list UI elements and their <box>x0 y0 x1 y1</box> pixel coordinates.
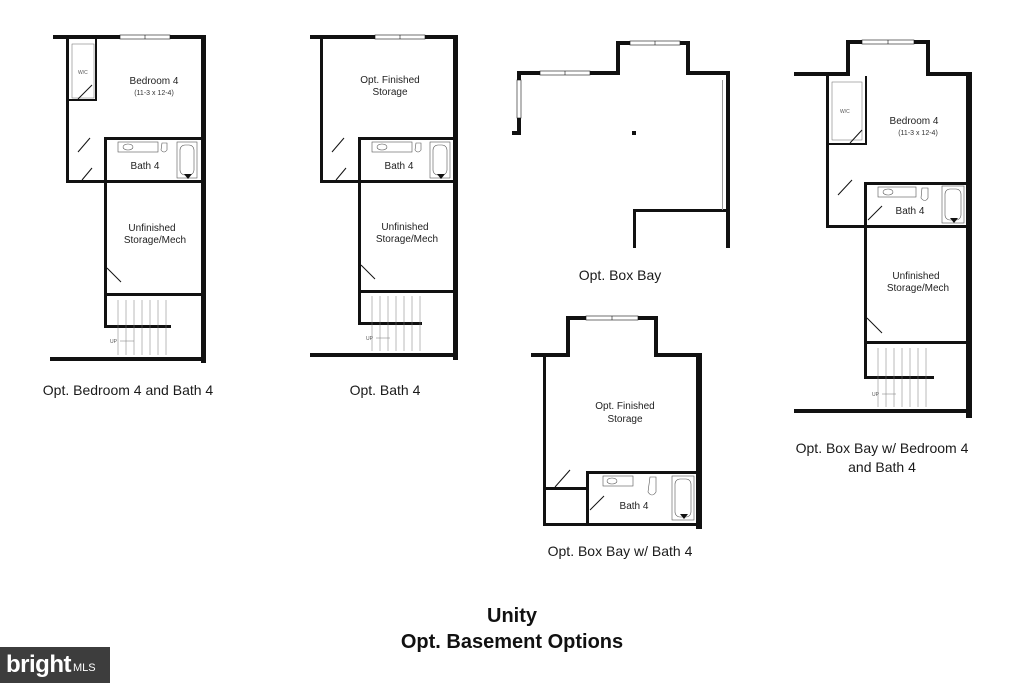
bath-label: Bath 4 <box>896 206 925 217</box>
bright-mls-logo: bright MLS <box>0 647 110 683</box>
page-subtitle: Opt. Basement Options <box>400 631 624 653</box>
stair-label: UP <box>366 336 374 342</box>
storage-label-1: Unfinished <box>128 223 175 234</box>
caption-bath4: Opt. Bath 4 <box>349 382 421 398</box>
wic-label: W/C <box>78 70 88 76</box>
plan-bath4: UP Opt. Finished Storage Bath 4 Unfinish… <box>310 34 458 360</box>
plan-bedroom4-bath4: W/C UP Bedroom 4 (11-3 x 12-4) <box>50 34 206 363</box>
storage-label-1: Unfinished <box>381 222 428 233</box>
wic-label: W/C <box>840 109 850 115</box>
bedroom-dim: (11-3 x 12-4) <box>134 90 174 97</box>
storage-label-2: Storage/Mech <box>376 234 438 245</box>
storage-label-2: Storage/Mech <box>124 235 186 246</box>
caption-bedroom4-bath4: Opt. Bedroom 4 and Bath 4 <box>42 382 214 398</box>
storage-label-2: Storage/Mech <box>887 283 949 294</box>
caption-box-bay-bath4: Opt. Box Bay w/ Bath 4 <box>547 543 693 559</box>
stair-label: UP <box>872 392 880 398</box>
stair-label: UP <box>110 339 118 345</box>
finished-label-1: Opt. Finished <box>595 401 654 412</box>
bath-label: Bath 4 <box>620 501 649 512</box>
page-title: Unity <box>487 605 537 627</box>
plan-box-bay-bedroom4-bath4: W/C UP Bedroom 4 (11-3 x 12-4) Bath 4 Un… <box>794 39 972 418</box>
plan-box-bay-bath4: Opt. Finished Storage Bath 4 <box>531 315 702 529</box>
caption-box-bay-bedroom4-line2: and Bath 4 <box>848 459 916 475</box>
bedroom-label: Bedroom 4 <box>130 76 179 87</box>
bedroom-dim: (11-3 x 12-4) <box>898 130 938 137</box>
finished-label-2: Storage <box>607 414 642 425</box>
plan-box-bay <box>512 40 730 248</box>
storage-label-1: Unfinished <box>892 271 939 282</box>
finished-label-1: Opt. Finished <box>360 75 419 86</box>
caption-box-bay-bedroom4-line1: Opt. Box Bay w/ Bedroom 4 <box>795 440 969 456</box>
caption-box-bay: Opt. Box Bay <box>578 267 662 283</box>
logo-brand: bright <box>6 651 71 678</box>
bath-label: Bath 4 <box>385 161 414 172</box>
bath-label: Bath 4 <box>131 161 160 172</box>
finished-label-2: Storage <box>372 87 407 98</box>
bedroom-label: Bedroom 4 <box>890 116 939 127</box>
logo-suffix: MLS <box>72 662 96 674</box>
